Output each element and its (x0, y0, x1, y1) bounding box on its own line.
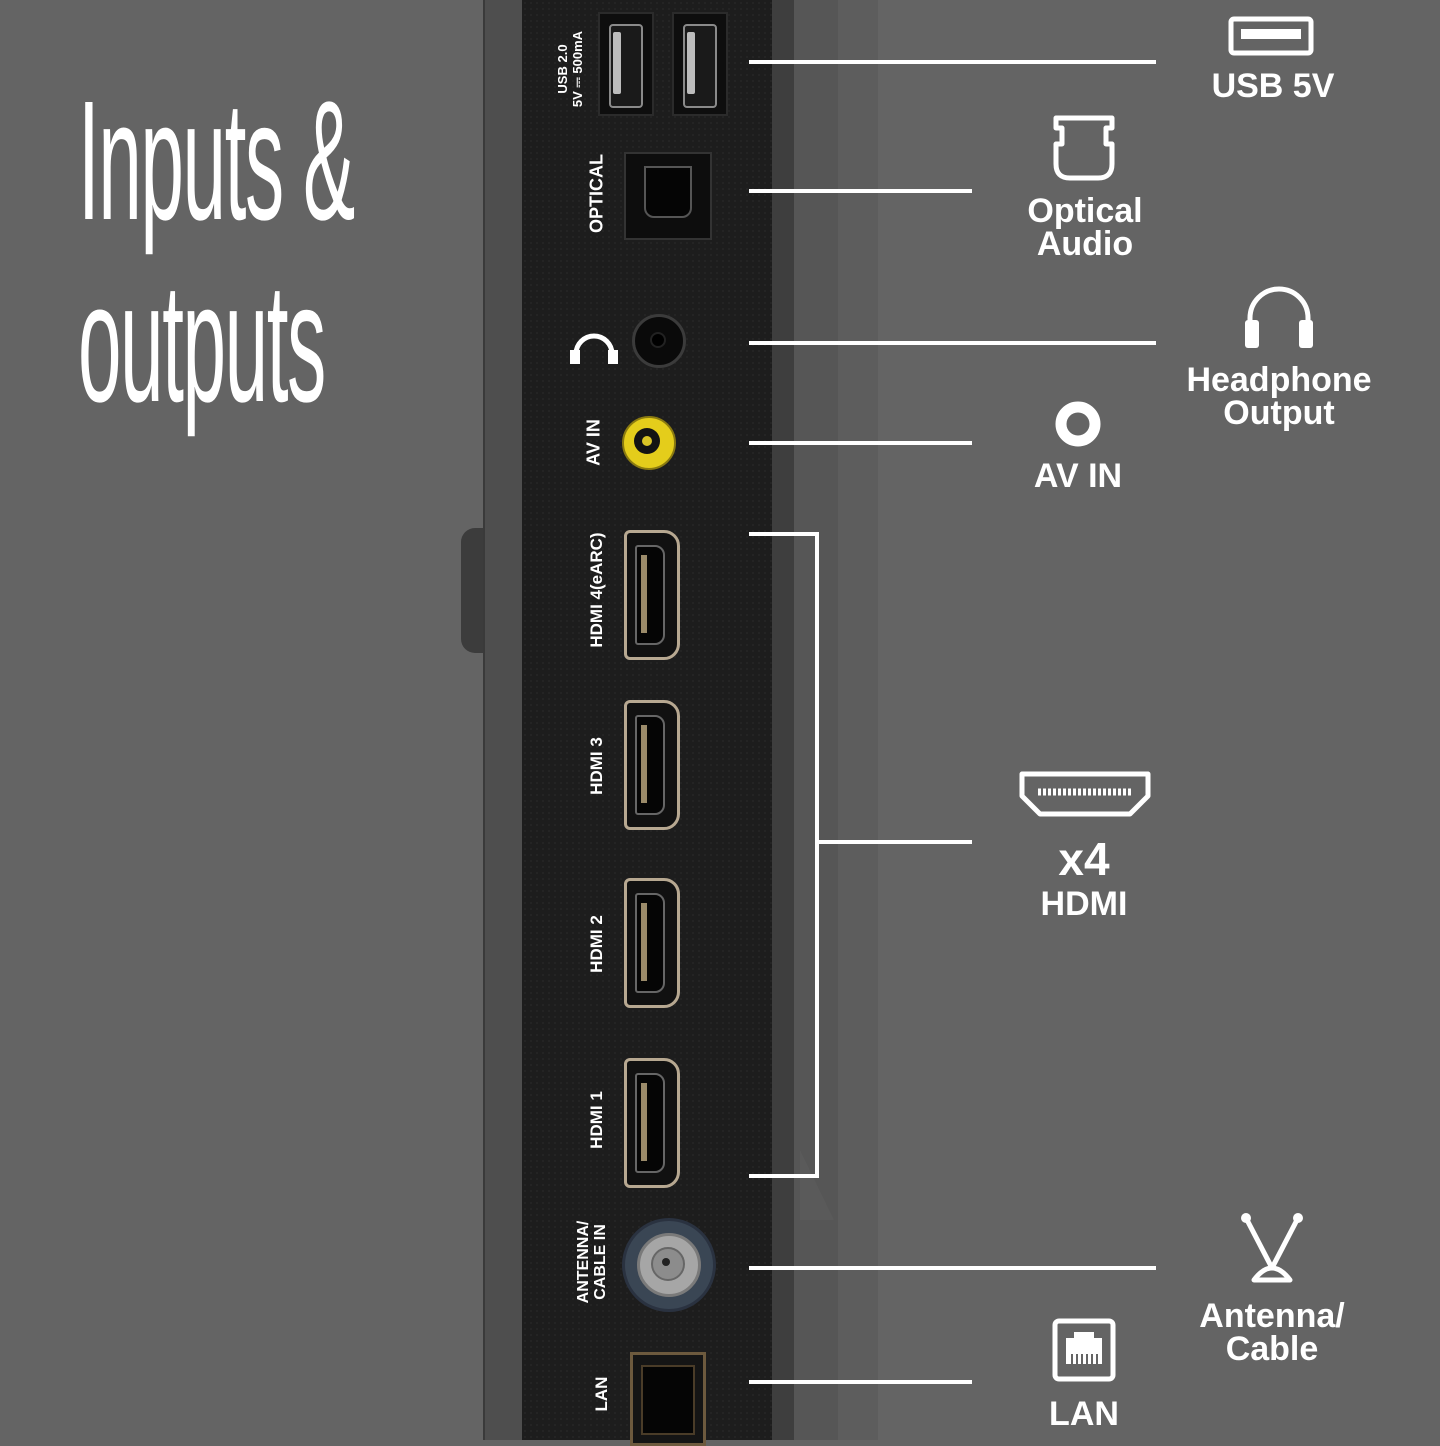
headphone-callout-line-1: Headphone (1186, 361, 1372, 399)
hdmi1-port (624, 1058, 680, 1188)
headline-line-1: Inputs & (78, 66, 355, 256)
antenna-connector-line (749, 1266, 1156, 1270)
hdmi-bracket (815, 532, 819, 1178)
tv-bezel (483, 0, 525, 1440)
usb-connector-line (749, 60, 1156, 64)
hdmi1-port-label: HDMI 1 (587, 1091, 606, 1149)
optical-port (624, 152, 712, 240)
lan-connector-line (749, 1380, 972, 1384)
lan-port-label: LAN (592, 1376, 611, 1412)
usb-port-1 (598, 12, 654, 116)
av-in-port-label: AV IN (583, 419, 604, 466)
hdmi-bracket-top (749, 532, 819, 536)
optical-callout-line-2: Audio (1036, 225, 1134, 263)
headline: Inputs & outputs (78, 66, 678, 442)
hdmi4-port (624, 530, 680, 660)
hdmi2-port (624, 878, 680, 1008)
hdmi4-port-label: HDMI 4(eARC) (587, 532, 606, 648)
lan-icon (1052, 1318, 1116, 1382)
hdmi-connector-line (815, 840, 972, 844)
headphone-callout-line-2: Output (1223, 394, 1335, 432)
headphone-jack (632, 314, 686, 368)
antenna-icon (1241, 1213, 1303, 1283)
lan-callout-label: LAN (1049, 1395, 1119, 1433)
antenna-port-label-line-1: ANTENNA/ (575, 1220, 592, 1304)
hdmi3-port (624, 700, 680, 830)
headphone-icon (1245, 286, 1313, 348)
lan-port (630, 1352, 706, 1446)
tv-rail (838, 0, 878, 1440)
antenna-callout-line-1: Antenna/ (1199, 1297, 1345, 1335)
hdmi-bracket-bottom (749, 1174, 819, 1178)
antenna-callout-line-2: Cable (1225, 1330, 1319, 1368)
optical-connector-line (749, 189, 972, 193)
av-in-connector-line (749, 441, 972, 445)
optical-callout-line-1: Optical (1027, 192, 1143, 230)
hdmi-callout-label: HDMI (1040, 885, 1128, 923)
headphone-callout-label: Headphone Output (1180, 361, 1378, 432)
antenna-port-label-line-2: CABLE IN (592, 1224, 609, 1300)
headphone-port-icon (570, 333, 618, 364)
antenna-port-label: ANTENNA/ CABLE IN (575, 1202, 609, 1322)
optical-port-label: OPTICAL (586, 154, 607, 233)
av-in-callout-label: AV IN (1033, 457, 1123, 495)
av-in-port (622, 416, 676, 470)
headline-line-2: outputs (78, 248, 326, 438)
usb-icon (1228, 16, 1314, 56)
optical-audio-icon (1053, 115, 1115, 181)
optical-callout-label: Optical Audio (1000, 192, 1170, 263)
usb-port-2 (672, 12, 728, 116)
tv-rail (772, 0, 794, 1440)
antenna-port (622, 1218, 716, 1312)
usb-callout-label: USB 5V (1211, 67, 1335, 105)
antenna-callout-label: Antenna/ Cable (1184, 1297, 1360, 1368)
usb-port-label: USB 2.0 5V ⎓ 500mA (555, 0, 585, 139)
usb-port-label-line-2: 5V ⎓ 500mA (570, 30, 585, 108)
headphone-connector-line (749, 341, 1156, 345)
hdmi3-port-label: HDMI 3 (587, 737, 606, 795)
hdmi-count-label: x4 (1058, 833, 1110, 885)
hdmi-icon (1019, 771, 1151, 817)
usb-port-label-line-1: USB 2.0 (555, 44, 570, 94)
hdmi2-port-label: HDMI 2 (587, 915, 606, 973)
av-in-icon (1055, 401, 1101, 447)
